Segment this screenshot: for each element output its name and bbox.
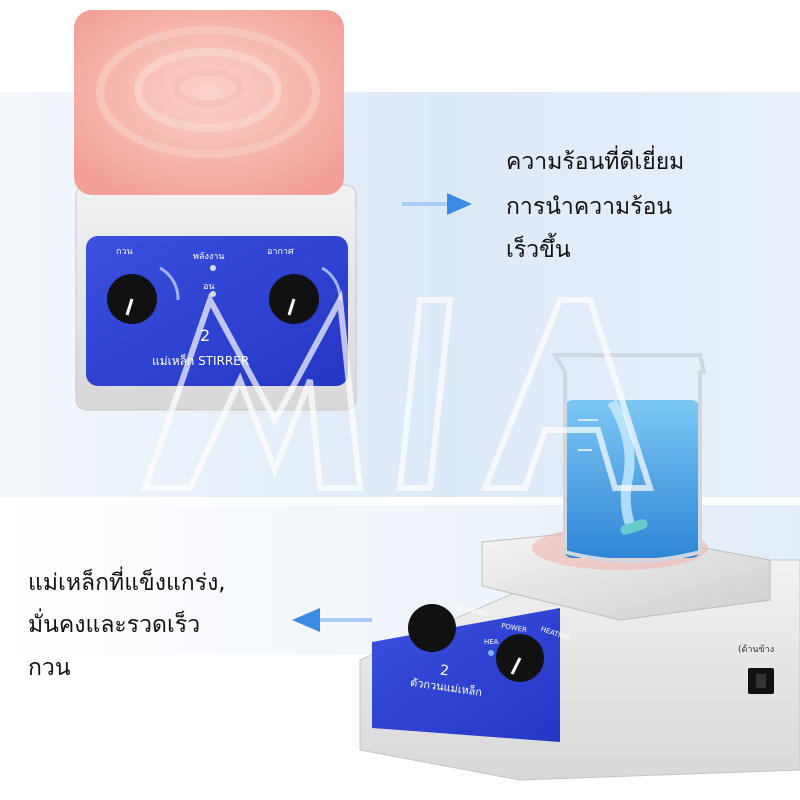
arrow-left-icon [292,608,372,632]
top-model-name: แม่เหล็ก STIRRER [152,354,250,368]
top-led [210,265,216,271]
feature-bottom-line3: กวน [28,655,71,681]
arrow-right-icon [402,193,472,215]
switch-label: (ด้านข้าง [738,645,775,655]
top-label-stir: กวน [116,247,133,257]
top-label-heat: อากาศ [267,247,294,257]
beaker [551,353,707,563]
feature-top-line1: ความร้อนที่ดีเยี่ยม [506,149,685,175]
top-label-led: อน [203,282,215,292]
bottom-stir-knob [408,604,456,652]
bottom-label-hea: HEA [484,638,499,646]
top-model-number: 2 [200,326,211,345]
feature-top-line3: เร็วขึ้น [506,237,571,263]
top-stirrer-device [74,10,357,411]
feature-bottom-line1: แม่เหล็กที่แข็งแกร่ง, [28,570,226,596]
bottom-led [488,650,494,656]
feature-top-line2: การนำความร้อน [506,194,673,220]
bottom-stirrer-device [359,526,800,781]
top-label-power: พลังงาน [193,252,225,262]
feature-bottom-line2: มั่นคงและรวดเร็ว [28,612,201,638]
watermark-mia [140,290,655,491]
